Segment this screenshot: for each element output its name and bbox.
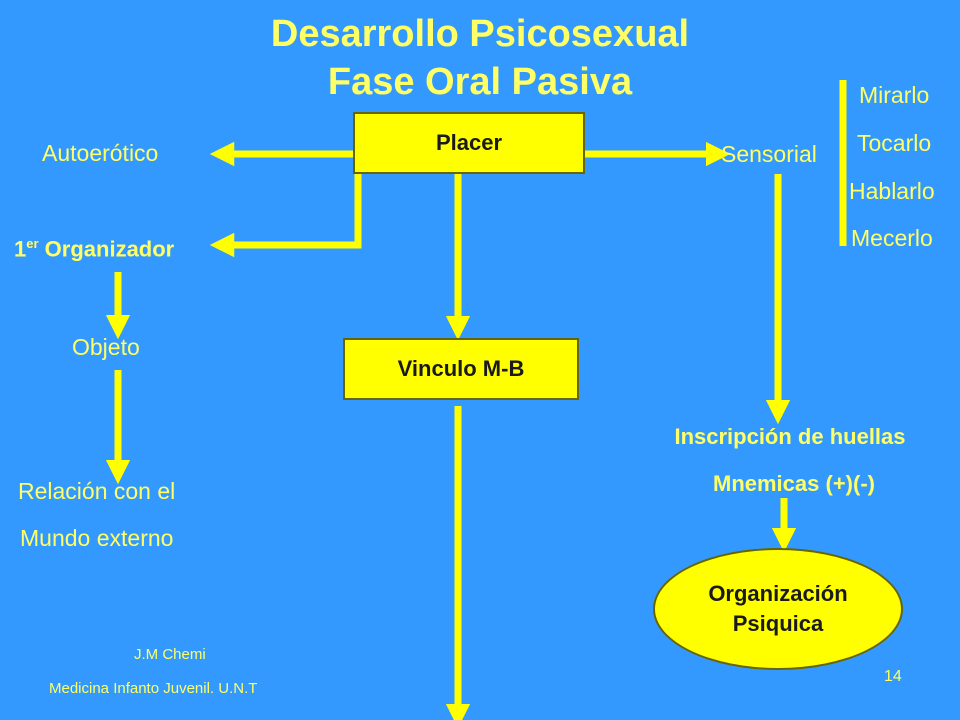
placer-label: Placer (435, 130, 503, 155)
sensorial-label: Sensorial (721, 141, 817, 167)
sensorial-list-item-tocarlo: Tocarlo (857, 130, 932, 156)
organizador-superscript: er (26, 236, 39, 251)
organizacion-line2: Psiquica (732, 611, 824, 636)
vinculo-label: Vinculo M-B (397, 356, 525, 381)
arrow-placer-organizador (209, 172, 362, 258)
inscripcion-line2: Mnemicas (+)(-) (713, 471, 875, 496)
organizador-text: Organizador (44, 236, 175, 262)
inscripcion-line1: Inscripción de huellas (674, 424, 906, 449)
organizador-number: 1 (14, 236, 27, 262)
sensorial-list-item-mirarlo: Mirarlo (859, 82, 930, 108)
vinculo-box: Vinculo M-B (343, 338, 579, 400)
sensorial-list-item-hablarlo: Hablarlo (849, 178, 935, 204)
placer-box: Placer (353, 112, 585, 174)
organizador-label: 1er Organizador (14, 236, 174, 262)
page-number: 14 (884, 668, 902, 685)
slide-title: Desarrollo Psicosexual (270, 13, 690, 55)
organizacion-line1: Organización (708, 581, 848, 606)
relacion-line1: Relación con el (18, 478, 176, 504)
relacion-line2: Mundo externo (20, 525, 174, 551)
footer-author: J.M Chemi (134, 646, 206, 663)
objeto-label: Objeto (72, 334, 140, 360)
footer-institution: Medicina Infanto Juvenil. U.N.T (49, 680, 258, 697)
organizacion-oval: Organización Psiquica (653, 548, 903, 670)
autoerotico-label: Autoerótico (42, 140, 159, 166)
sensorial-list-item-mecerlo: Mecerlo (851, 225, 933, 251)
slide-subtitle: Fase Oral Pasiva (327, 61, 633, 103)
